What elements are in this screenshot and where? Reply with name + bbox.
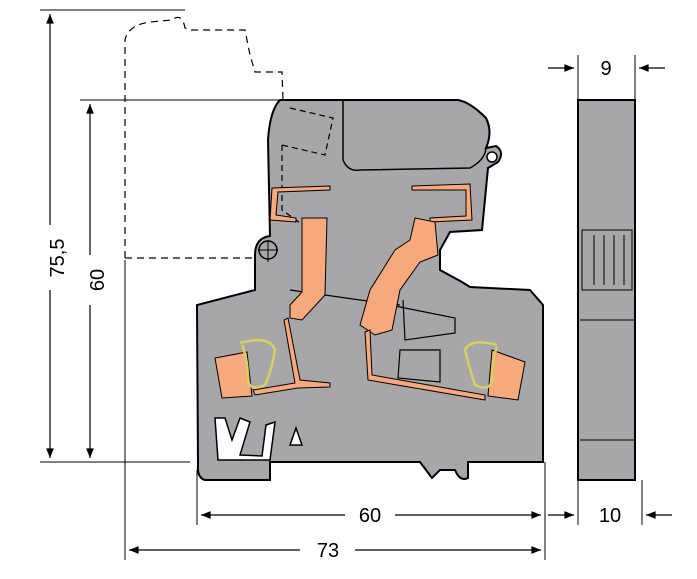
- label-overall-height: 75,5: [47, 239, 69, 278]
- din-foot-cutout: [214, 417, 276, 461]
- fuse-dashed: [281, 107, 334, 231]
- mounting-hole-icon: [486, 151, 498, 163]
- label-side-top-width: 9: [600, 58, 611, 80]
- upper-right-contact: [411, 183, 473, 223]
- fuse-cap: [342, 100, 487, 172]
- label-body-width: 60: [359, 505, 381, 527]
- right-blade-contact: [359, 217, 439, 336]
- label-side-bottom-width: 10: [599, 505, 621, 527]
- open-lever-dashed-outline: [124, 16, 284, 258]
- left-bus-bar: [252, 317, 331, 396]
- label-overall-width: 73: [317, 540, 339, 562]
- release-slot: [288, 425, 304, 446]
- label-body-height: 60: [87, 269, 109, 291]
- upper-left-contact: [269, 185, 331, 223]
- side-view-details: [580, 229, 635, 441]
- left-clamp-body: [214, 351, 253, 399]
- right-clamp-body: [487, 349, 526, 401]
- right-cage-spring: [463, 341, 499, 389]
- hinge-cross: [258, 240, 278, 262]
- right-bus-bar: [364, 329, 486, 401]
- left-blade-contact: [289, 217, 328, 321]
- left-cage-spring: [239, 338, 277, 389]
